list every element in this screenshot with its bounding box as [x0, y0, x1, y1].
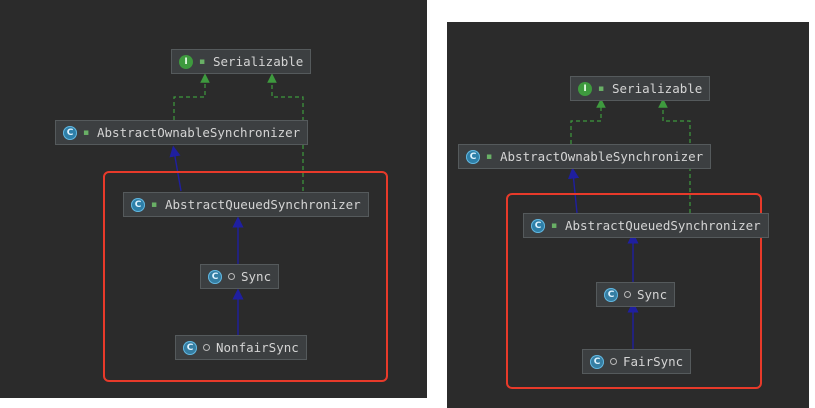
node-sync[interactable]: C Sync [200, 264, 280, 289]
package-private-icon [610, 358, 617, 365]
static-class-icon: C [183, 340, 197, 355]
node-fair-sync[interactable]: C FairSync [582, 349, 692, 374]
node-label: Sync [241, 269, 272, 284]
node-label: Serializable [612, 81, 703, 96]
public-lock-icon: ▪ [551, 220, 558, 231]
node-abstract-queued-synchronizer[interactable]: C ▪ AbstractQueuedSynchronizer [523, 213, 769, 238]
interface-icon: I [179, 54, 193, 69]
public-lock-icon: ▪ [199, 56, 206, 67]
package-private-icon [203, 344, 210, 351]
node-nonfair-sync[interactable]: C NonfairSync [175, 335, 307, 360]
abstract-class-icon: C [531, 218, 545, 233]
implements-edge [173, 73, 210, 120]
node-serializable[interactable]: I ▪ Serializable [570, 76, 711, 101]
interface-icon: I [578, 81, 592, 96]
node-abstract-ownable-synchronizer[interactable]: C ▪ AbstractOwnableSynchronizer [458, 144, 712, 169]
diagram-panel-nonfair: I ▪ Serializable C ▪ AbstractOwnableSync… [0, 0, 427, 398]
node-label: Sync [637, 287, 668, 302]
package-private-icon [624, 291, 631, 298]
public-lock-icon: ▪ [83, 127, 90, 138]
abstract-class-icon: C [466, 149, 480, 164]
node-label: NonfairSync [216, 340, 299, 355]
abstract-class-icon: C [63, 125, 77, 140]
node-abstract-queued-synchronizer[interactable]: C ▪ AbstractQueuedSynchronizer [123, 192, 369, 217]
node-label: AbstractOwnableSynchronizer [500, 149, 704, 164]
node-abstract-ownable-synchronizer[interactable]: C ▪ AbstractOwnableSynchronizer [55, 120, 309, 145]
node-label: Serializable [213, 54, 304, 69]
public-lock-icon: ▪ [598, 83, 605, 94]
public-lock-icon: ▪ [486, 151, 493, 162]
static-class-icon: C [604, 287, 618, 302]
static-class-icon: C [208, 269, 222, 284]
node-serializable[interactable]: I ▪ Serializable [171, 49, 312, 74]
diagram-edges [169, 73, 304, 335]
abstract-class-icon: C [131, 197, 145, 212]
node-label: FairSync [623, 354, 684, 369]
static-class-icon: C [590, 354, 604, 369]
highlight-box [506, 193, 762, 389]
node-label: AbstractOwnableSynchronizer [97, 125, 301, 140]
implements-edge [570, 98, 606, 144]
package-private-icon [228, 273, 235, 280]
highlight-box [103, 171, 388, 382]
implements-edge [267, 73, 304, 191]
public-lock-icon: ▪ [151, 199, 158, 210]
diagram-panel-fair: I ▪ Serializable C ▪ AbstractOwnableSync… [447, 22, 809, 408]
node-label: AbstractQueuedSynchronizer [565, 218, 761, 233]
node-label: AbstractQueuedSynchronizer [165, 197, 361, 212]
node-sync[interactable]: C Sync [596, 282, 676, 307]
